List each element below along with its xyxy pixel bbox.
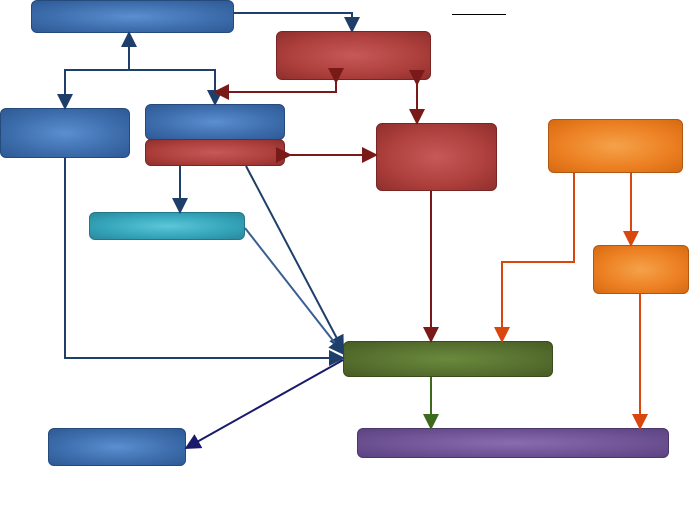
- edge-top-to-redtop: [234, 12, 360, 33]
- edge-branch-left: [57, 69, 129, 110]
- node-teal[interactable]: [89, 212, 245, 240]
- node-orange-top[interactable]: [548, 119, 683, 173]
- edge-mid-to-olive: [245, 165, 344, 352]
- node-left[interactable]: [0, 108, 130, 158]
- edge-teal-to-olive: [244, 227, 345, 356]
- edge-redtop-to-mid: [213, 68, 344, 100]
- edge-orange-to-olive: [494, 173, 575, 343]
- edge-branch-right: [129, 69, 223, 106]
- node-orange-small[interactable]: [593, 245, 689, 294]
- node-mid-red[interactable]: [145, 139, 285, 166]
- title-underline: [452, 14, 506, 15]
- edge-olive-to-bottomleft: [184, 359, 344, 449]
- node-bottom-left[interactable]: [48, 428, 186, 466]
- edge-left-to-olive: [64, 158, 345, 366]
- node-purple[interactable]: [357, 428, 669, 458]
- node-olive[interactable]: [343, 341, 553, 377]
